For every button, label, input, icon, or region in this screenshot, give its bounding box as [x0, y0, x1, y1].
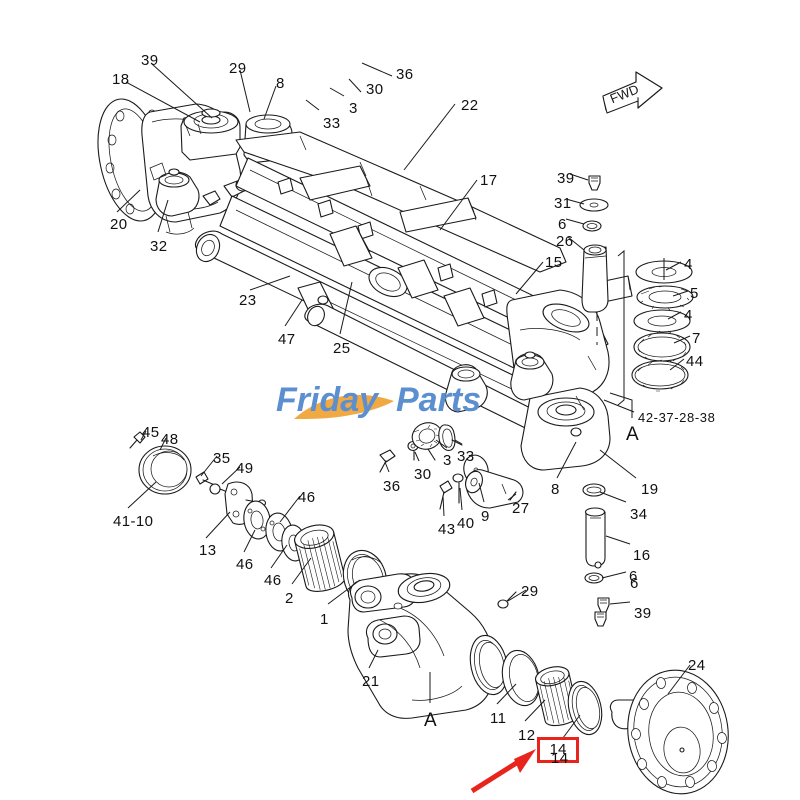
callout-6a: 6: [558, 216, 567, 233]
callout-35: 35: [213, 450, 231, 467]
callout-36: 36: [396, 66, 414, 83]
callout-5: 5: [690, 285, 699, 302]
callout-46a: 46: [298, 489, 316, 506]
callout-9: 9: [481, 508, 490, 525]
callout-43: 43: [438, 521, 456, 538]
callout-40: 40: [457, 515, 475, 532]
callout-3b: 3: [443, 452, 452, 469]
callout-45: 45: [142, 424, 160, 441]
callout-46b: 46: [236, 556, 254, 573]
callout-31: 31: [554, 195, 572, 212]
highlighted-callout-14[interactable]: 14: [537, 737, 579, 763]
callout-36b: 36: [383, 478, 401, 495]
callout-3a: 3: [349, 100, 358, 117]
axle-left-end-assembly: [97, 98, 293, 235]
callout-39b: 39: [557, 170, 575, 187]
callout-21: 21: [362, 673, 380, 690]
callout-26: 26: [556, 233, 574, 250]
bottom-hardware-column: [594, 561, 607, 627]
callout-4b: 4: [684, 307, 693, 324]
seal-washer-stack: [617, 249, 694, 406]
callout-30a: 30: [366, 81, 384, 98]
callout-47: 47: [278, 331, 296, 348]
callout-2: 2: [285, 590, 294, 607]
callout-23: 23: [239, 292, 257, 309]
callout-6d: 6: [629, 568, 638, 585]
callout-33a: 33: [323, 115, 341, 132]
callout-11: 11: [490, 710, 507, 727]
callout-4a: 4: [684, 256, 693, 273]
axle-housing-beam: [194, 131, 633, 471]
callout-12: 12: [518, 727, 536, 744]
callout-41: 41-10: [113, 513, 154, 530]
section-marker-1: A: [424, 710, 438, 731]
callout-8a: 8: [276, 75, 285, 92]
callout-25: 25: [333, 340, 351, 357]
callout-34: 34: [630, 506, 648, 523]
callout-46c: 46: [264, 572, 282, 589]
section-marker-0: A: [626, 424, 640, 445]
callout-48: 48: [161, 431, 179, 448]
callout-14: 14: [551, 750, 569, 767]
callout-30b: 30: [414, 466, 432, 483]
callout-17: 17: [480, 172, 498, 189]
steering-knuckle: [347, 572, 517, 719]
callout-15: 15: [545, 254, 563, 271]
callout-49: 49: [236, 460, 254, 477]
hub-bearing-train: [501, 649, 729, 795]
callout-29b: 29: [521, 583, 539, 600]
callout-24: 24: [688, 657, 706, 674]
callout-6c: 6: [630, 575, 639, 592]
callout-27: 27: [512, 500, 530, 517]
callout-42g: 42-37-28-38: [638, 410, 716, 425]
fwd-direction-arrow: FWD: [602, 71, 663, 114]
callout-22: 22: [461, 97, 479, 114]
small-hardware-group: [379, 422, 524, 510]
red-pointer-arrow: [470, 749, 536, 794]
callout-1: 1: [320, 611, 329, 628]
callout-19: 19: [641, 481, 659, 498]
callout-39: 39: [141, 52, 159, 69]
callout-20: 20: [110, 216, 128, 233]
callout-44: 44: [686, 353, 704, 370]
callout-29: 29: [229, 60, 247, 77]
callout-7: 7: [692, 330, 701, 347]
callout-16: 16: [633, 547, 651, 564]
callout-18: 18: [112, 71, 130, 88]
callout-32: 32: [150, 238, 168, 255]
callout-33b: 33: [457, 448, 475, 465]
highlighted-callout-14-label: 14: [549, 741, 567, 758]
kingpin-hardware-stack: [579, 175, 609, 345]
callout-39d: 39: [634, 605, 652, 622]
callout-8b: 8: [551, 481, 560, 498]
callout-13: 13: [199, 542, 217, 559]
leader-lines: [116, 62, 691, 743]
lower-kingpin-stack: [582, 483, 610, 613]
